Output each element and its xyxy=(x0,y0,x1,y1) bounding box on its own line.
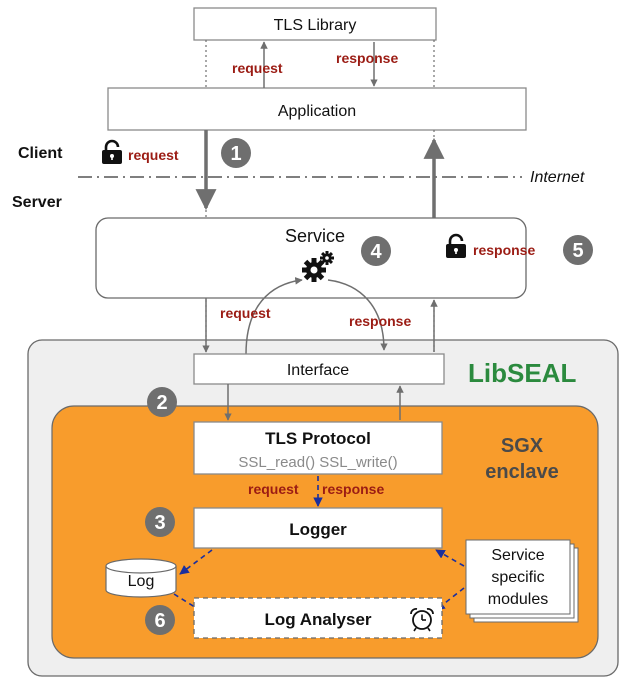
middle-response-label: response xyxy=(349,313,411,329)
modules-label-line1: Service xyxy=(491,547,544,564)
modules-label-line3: modules xyxy=(488,591,548,608)
log-analyser-label: Log Analyser xyxy=(264,610,371,629)
step-6-number: 6 xyxy=(154,610,165,632)
application-box xyxy=(107,87,527,131)
enclave-request-label: request xyxy=(248,481,299,497)
tls-library-label: TLS Library xyxy=(274,17,357,34)
log-analyser-box xyxy=(193,597,443,639)
step-3-badge xyxy=(145,507,175,537)
padlock-icon xyxy=(446,233,466,258)
modules-label-line2: specific xyxy=(491,569,544,586)
middle-request-label: request xyxy=(220,305,271,321)
client-request-label: request xyxy=(128,147,179,163)
step-2-badge xyxy=(147,387,177,417)
client-label: Client xyxy=(18,145,63,162)
interface-label: Interface xyxy=(287,362,349,379)
step-1-badge xyxy=(221,138,251,168)
step-1-number: 1 xyxy=(230,143,241,165)
interface-box xyxy=(193,353,445,385)
tls-protocol-box xyxy=(193,421,443,475)
enclave-label-line2: enclave xyxy=(485,461,558,483)
step-6-badge xyxy=(145,605,175,635)
logger-label: Logger xyxy=(289,520,347,539)
modules-box xyxy=(465,539,571,615)
logger-box xyxy=(193,507,443,549)
arrow-interface-to-service xyxy=(245,277,303,355)
gears-icon xyxy=(302,251,334,282)
step-5-number: 5 xyxy=(572,240,583,262)
internet-label: Internet xyxy=(530,169,585,186)
service-box xyxy=(95,217,527,299)
padlock-icon xyxy=(102,139,122,164)
step-5-badge xyxy=(563,235,593,265)
step-2-number: 2 xyxy=(156,392,167,414)
step-3-number: 3 xyxy=(154,512,165,534)
service-response-label: response xyxy=(473,242,535,258)
enclave-response-label: response xyxy=(322,481,384,497)
arrow-service-to-interface xyxy=(327,279,388,351)
log-label: Log xyxy=(128,573,155,590)
top-request-label: request xyxy=(232,60,283,76)
enclave-label-line1: SGX xyxy=(501,435,544,457)
database-icon xyxy=(105,558,177,598)
step-4-badge xyxy=(361,236,391,266)
alarm-clock-icon xyxy=(410,608,434,632)
libseal-title: LibSEAL xyxy=(468,358,576,388)
tls-functions-label: SSL_read() SSL_write() xyxy=(238,454,397,471)
application-label: Application xyxy=(278,103,356,120)
step-4-number: 4 xyxy=(370,241,382,263)
service-title: Service xyxy=(285,226,345,246)
top-response-label: response xyxy=(336,50,398,66)
tls-library-box xyxy=(193,7,437,41)
arrow-logger-to-log xyxy=(179,549,213,575)
server-label: Server xyxy=(12,194,62,211)
tls-protocol-label: TLS Protocol xyxy=(265,429,371,448)
